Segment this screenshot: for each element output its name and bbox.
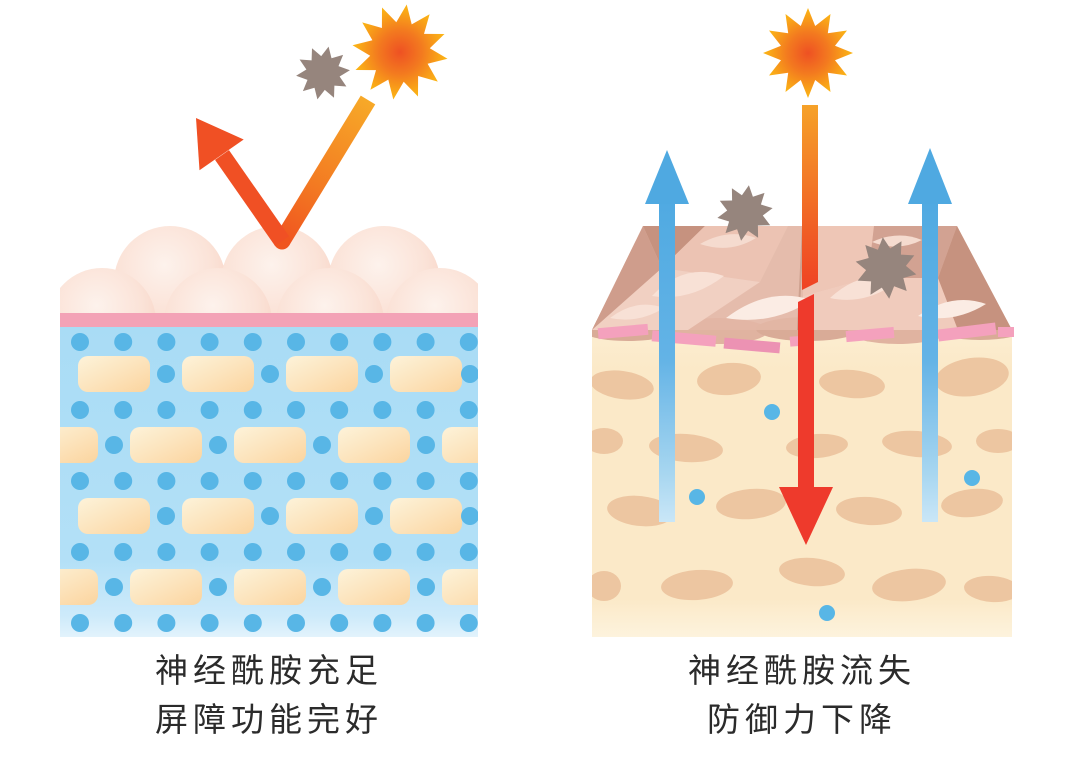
moisture-loss-arrow-icon [908, 148, 952, 522]
water-dots [71, 333, 478, 632]
barrier-band [60, 313, 478, 327]
caption-line: 防御力下降 [707, 700, 897, 739]
right-caption: 神经酰胺流失 防御力下降 [592, 646, 1012, 744]
left-caption: 神经酰胺充足 屏障功能完好 [59, 646, 479, 744]
hydrated-layer [60, 327, 478, 637]
left-illustration [60, 4, 478, 637]
sparse-water-dots [689, 404, 980, 621]
germ-icon [296, 46, 350, 100]
caption-line: 神经酰胺流失 [688, 651, 916, 690]
sun-icon [352, 4, 448, 100]
moisture-loss-arrow-icon [645, 150, 689, 522]
right-illustration [592, 8, 1014, 637]
germ-icon [717, 185, 773, 241]
germ-icon [855, 237, 917, 299]
skin-cell-bumps [60, 226, 478, 313]
ceramide-bricks [60, 356, 478, 605]
uv-reflected-arrow-icon [196, 95, 376, 250]
caption-line: 神经酰胺充足 [155, 651, 383, 690]
illustration-svg [60, 4, 1014, 637]
uv-penetrating-arrow-icon [779, 105, 833, 545]
caption-line: 屏障功能完好 [155, 700, 383, 739]
sun-icon [763, 8, 853, 98]
uv-ray [274, 95, 376, 246]
